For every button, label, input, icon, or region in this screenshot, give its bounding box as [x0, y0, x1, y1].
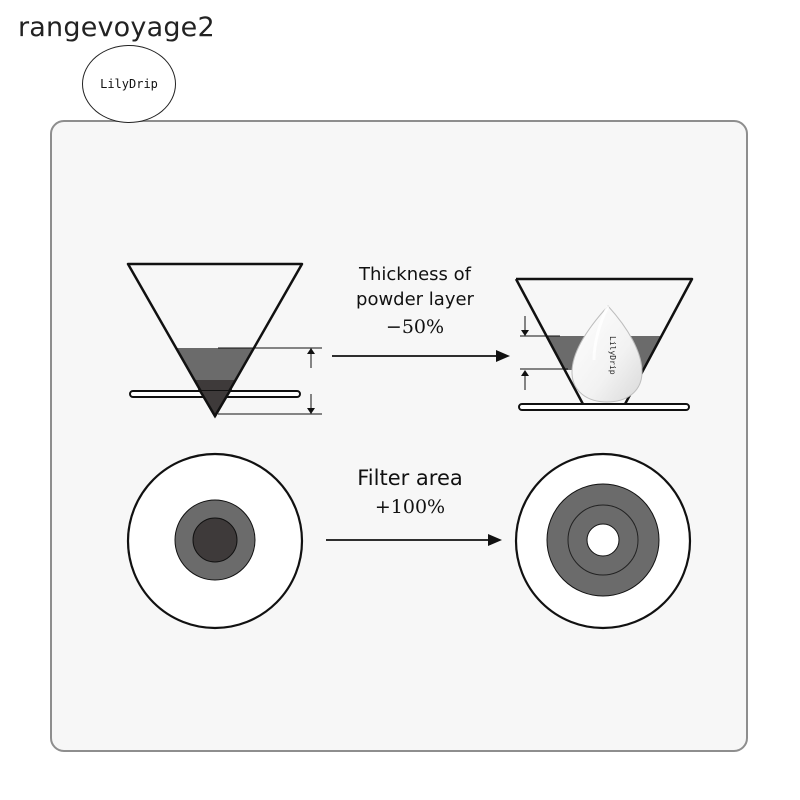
lilydrip-thickness-dimension	[520, 316, 568, 390]
lilydrip-filter-area-diagram	[514, 452, 692, 630]
lilydrip-dripper-cone	[514, 277, 694, 411]
lilydrip-logo-badge: LilyDrip	[82, 45, 176, 123]
standard-dripper-cone	[126, 262, 304, 419]
filter-area-change-value: +100%	[374, 496, 446, 518]
diagram-panel	[50, 120, 748, 752]
powder-layer-upper	[128, 348, 302, 380]
insert-logo-text: LilyDrip	[608, 336, 617, 375]
thickness-arrow	[332, 350, 510, 362]
thickness-label-line1: Thickness of	[358, 264, 472, 285]
watermark-text: rangevoyage2	[18, 12, 215, 43]
standard-filter-area-diagram	[126, 452, 304, 630]
thickness-label: Thickness of powder layer	[340, 262, 490, 312]
thickness-change-value: −50%	[385, 316, 445, 338]
lilydrip-dripper-base	[518, 403, 690, 411]
lilydrip-insert-icon	[571, 305, 643, 403]
filter-area-arrow	[326, 534, 502, 546]
thickness-label-line2: powder layer	[356, 289, 474, 310]
standard-thickness-dimension	[218, 347, 322, 415]
filter-area-label: Filter area	[357, 466, 463, 490]
